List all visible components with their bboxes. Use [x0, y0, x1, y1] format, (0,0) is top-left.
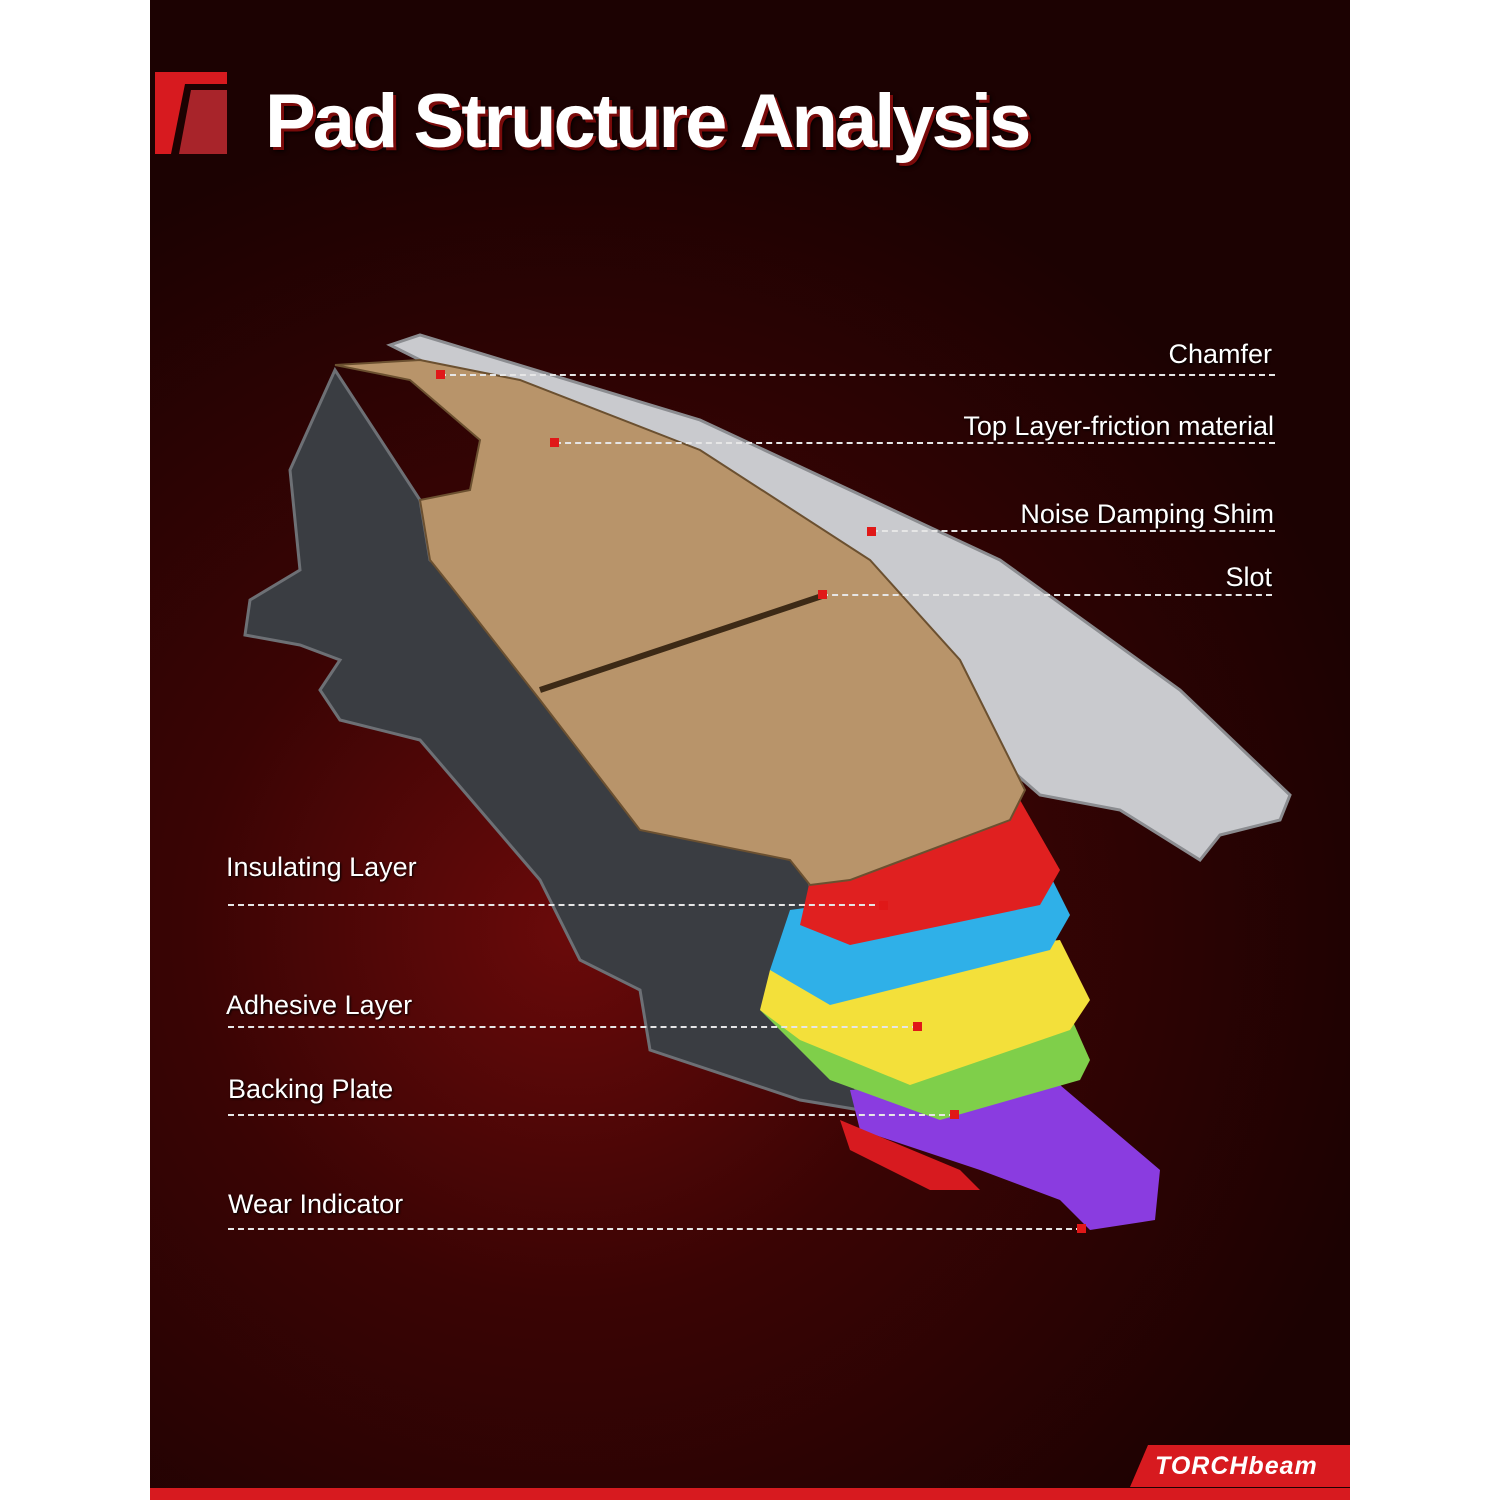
label-adhesive-layer: Adhesive Layer: [226, 990, 413, 1020]
marker-dot: [879, 901, 888, 910]
friction-material: [334, 358, 1027, 887]
label-top-layer: Top Layer-friction material: [963, 411, 1274, 441]
marker-dot: [867, 527, 876, 536]
marker-dot: [1077, 1224, 1086, 1233]
label-chamfer: Chamfer: [1168, 339, 1272, 369]
brand-logo: TORCHbeam: [1155, 1452, 1318, 1480]
page-title: Pad Structure Analysis: [265, 79, 1031, 164]
marker-dot: [436, 370, 445, 379]
brand-banner: [1130, 1445, 1350, 1487]
leader-line: [822, 594, 1272, 596]
slot: [539, 592, 826, 693]
leader-line: [440, 374, 1275, 376]
leader-line: [228, 1228, 1082, 1230]
leader-line: [228, 1026, 918, 1028]
brand-logo-mark-icon: [155, 72, 227, 154]
label-insulating-layer: Insulating Layer: [226, 852, 417, 882]
leader-line: [555, 442, 1275, 444]
leader-line: [228, 904, 885, 906]
label-wear-indicator: Wear Indicator: [228, 1189, 404, 1219]
bottom-accent-bar: [150, 1488, 1350, 1500]
leader-line: [228, 1114, 955, 1116]
label-backing-plate: Backing Plate: [228, 1074, 394, 1104]
marker-dot: [913, 1022, 922, 1031]
leader-line: [872, 530, 1275, 532]
wear-indicator: [850, 1085, 1160, 1230]
label-noise-damping-shim: Noise Damping Shim: [1020, 499, 1274, 529]
marker-dot: [818, 590, 827, 599]
label-slot: Slot: [1225, 562, 1272, 592]
insulating-layer: [800, 800, 1060, 945]
marker-dot: [950, 1110, 959, 1119]
marker-dot: [550, 438, 559, 447]
